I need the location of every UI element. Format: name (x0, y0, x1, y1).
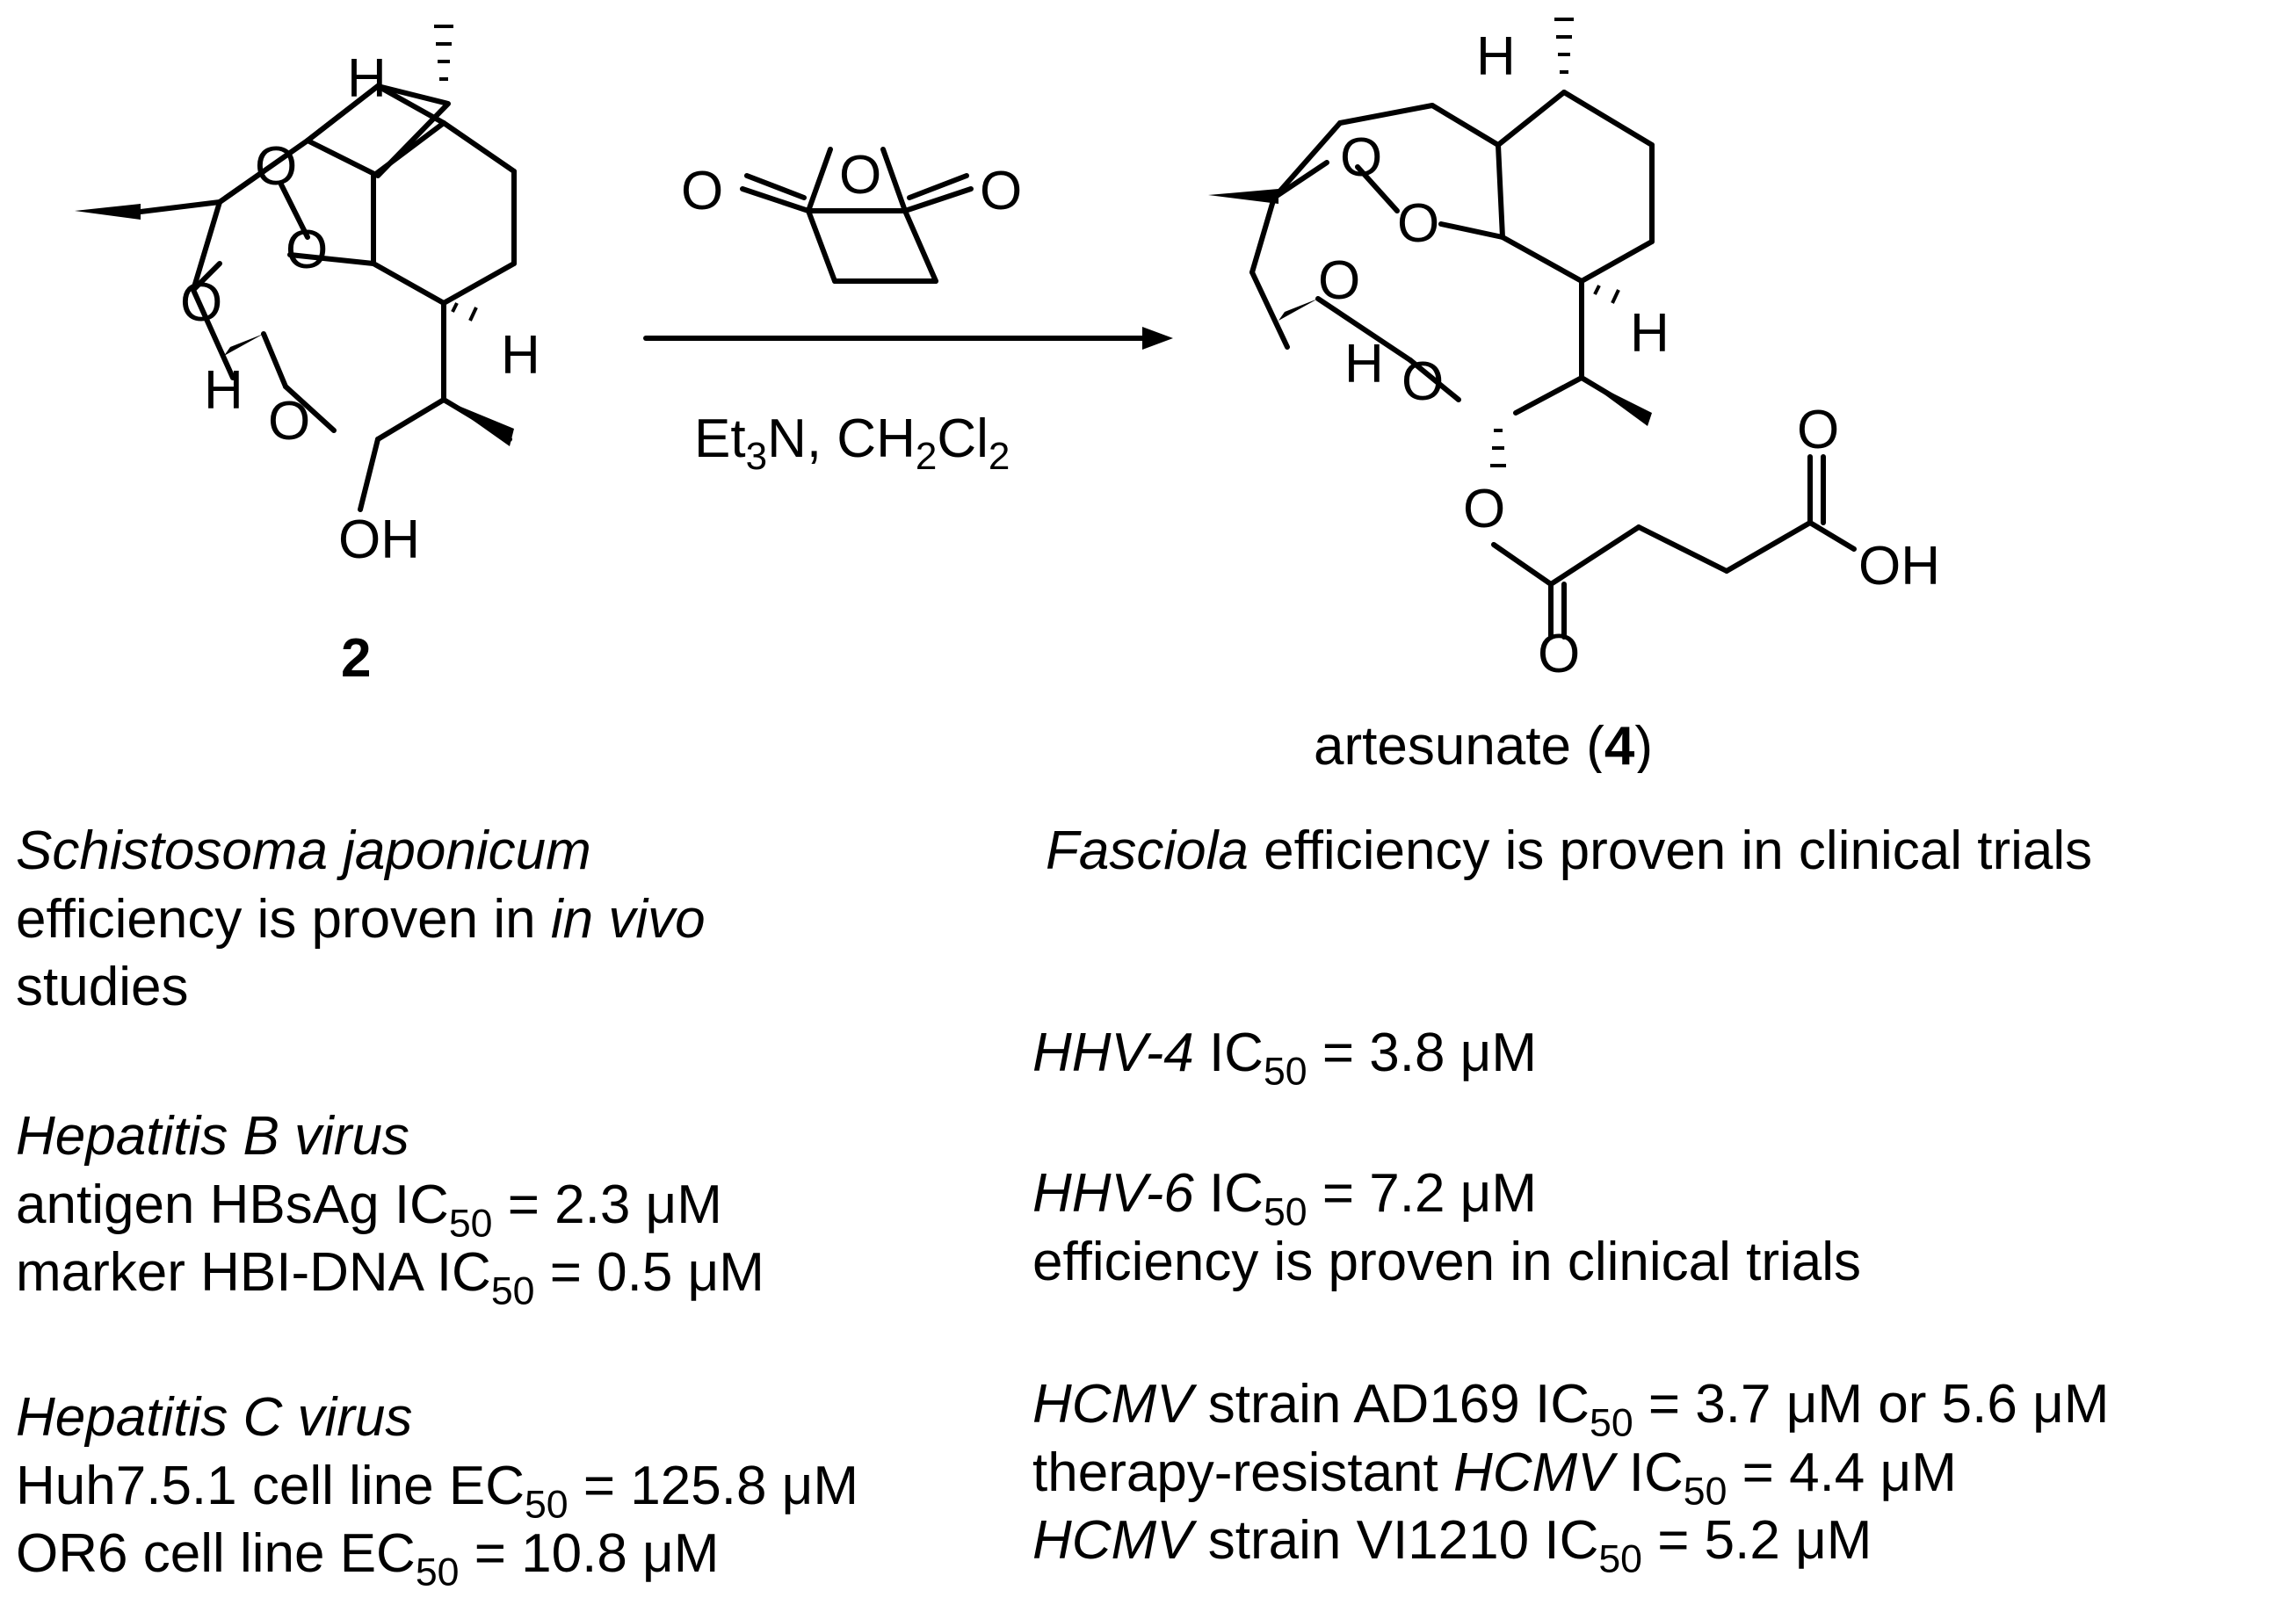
atom-o: O (1538, 624, 1580, 684)
atom-o: O (268, 391, 310, 452)
hash-bond (434, 25, 453, 81)
atom-o: O (839, 145, 881, 206)
hash-bond (1554, 18, 1574, 74)
hcmv-text: HCMV strain AD169 IC50 = 3.7 μM or 5.6 μ… (1032, 1374, 2110, 1581)
atom-o: O (681, 161, 723, 221)
atom-o: O (1397, 193, 1439, 254)
atom-h: H (1344, 334, 1384, 394)
hash-bond (1593, 285, 1620, 304)
atom-h: H (1630, 303, 1669, 364)
atom-o: O (1463, 479, 1505, 539)
atom-o: O (1402, 351, 1444, 412)
fasciola-text: Fasciola efficiency is proven in clinica… (1046, 820, 2093, 881)
reaction-arrow (643, 327, 1173, 350)
hbv-text: Hepatitis B virus antigen HBsAg IC50 = 2… (16, 1106, 764, 1313)
atom-o: O (180, 272, 222, 333)
atom-o: O (286, 220, 328, 280)
compound-2-structure: H O O O H H O OH 2 (75, 25, 540, 689)
atom-h: H (501, 325, 540, 386)
wedge-bond (224, 334, 264, 356)
reaction-scheme: H O O O H H O OH 2 O O O Et3N, CH2Cl2 (75, 18, 1940, 773)
schistosoma-text: Schistosoma japonicum efficiency is prov… (16, 820, 706, 1017)
atom-o: O (980, 161, 1022, 221)
wedge-bond (1278, 299, 1318, 321)
atom-o: O (1318, 250, 1360, 311)
wedge-bond (75, 204, 141, 220)
wedge-bond (444, 400, 514, 446)
atom-h: H (1476, 26, 1516, 87)
hhv6-text: HHV-6 IC50 = 7.2 μM efficiency is proven… (1032, 1163, 1862, 1292)
artesunate-label: artesunate (4) (1314, 716, 1653, 773)
hcv-text: Hepatitis C virus Huh7.5.1 cell line EC5… (16, 1387, 859, 1594)
atom-h: H (204, 360, 243, 421)
atom-oh: OH (338, 510, 420, 570)
reagent-succinic-anhydride: O O O (681, 145, 1022, 284)
atom-oh: OH (1858, 536, 1940, 596)
reaction-conditions: Et3N, CH2Cl2 (694, 408, 1010, 478)
wedge-bond (1582, 378, 1652, 426)
hash-bond (1490, 429, 1506, 467)
compound-2-label: 2 (341, 628, 371, 689)
wedge-bond (1208, 189, 1278, 204)
atom-o: O (1797, 400, 1839, 460)
atom-o: O (255, 136, 297, 197)
atom-h: H (347, 48, 387, 109)
hash-bond (451, 302, 478, 322)
atom-o: O (1340, 127, 1382, 188)
artesunate-structure: H O O O H H O O O O OH artesunate (4) (1208, 18, 1940, 773)
hhv4-text: HHV-4 IC50 = 3.8 μM (1032, 1023, 1538, 1094)
